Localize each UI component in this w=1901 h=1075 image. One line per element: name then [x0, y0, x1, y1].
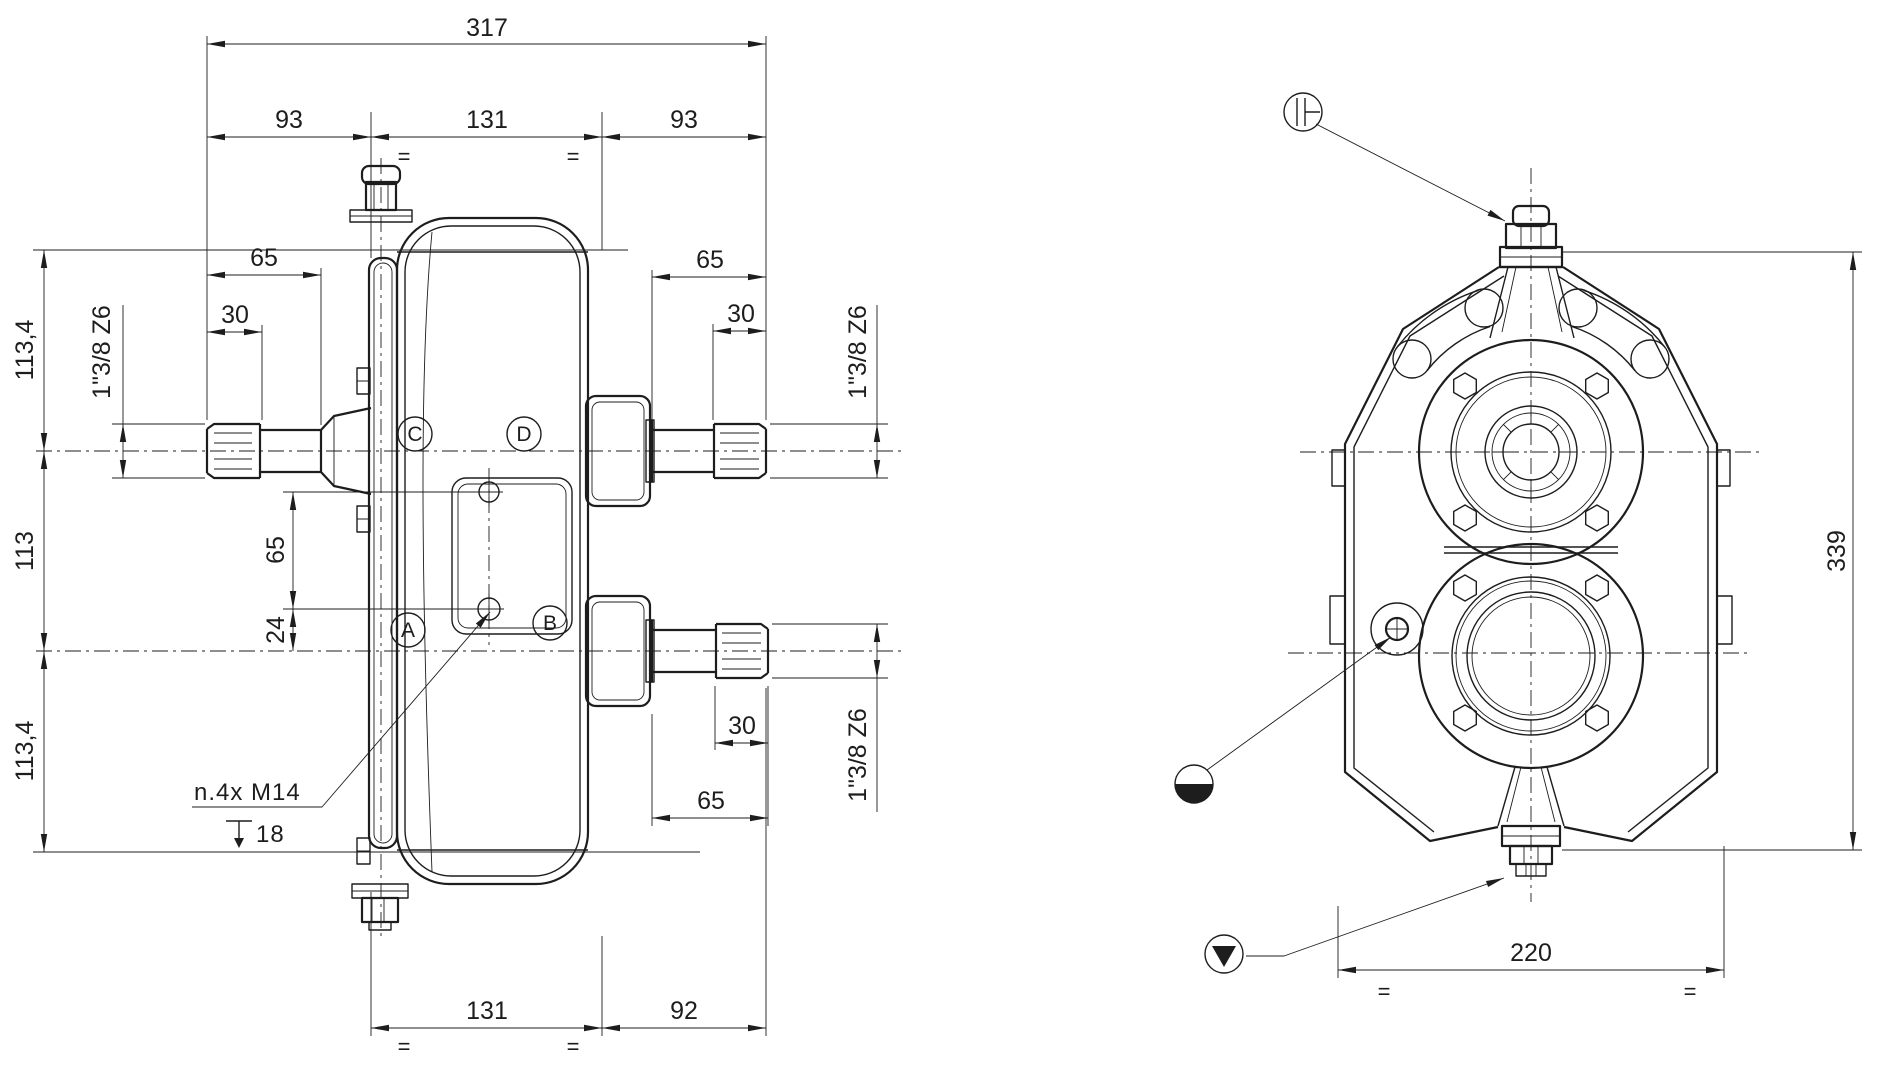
- shaft-upper-right: [650, 420, 768, 482]
- dim-ur-spline: 30: [727, 300, 755, 328]
- front-breather-plug: [349, 164, 413, 223]
- left-mounting-plate: [367, 256, 399, 850]
- side-lower-flange: [1417, 542, 1645, 770]
- bearing-cover-lower: [584, 594, 652, 708]
- equal-mark: =: [398, 144, 411, 169]
- shaft-lr-type: 1"3/8 Z6: [844, 708, 872, 802]
- dim-ul-spline: 30: [221, 301, 249, 329]
- spline-bore-outer: [1484, 405, 1578, 499]
- dim-top-right: 93: [670, 106, 698, 134]
- note-thread-text: n.4x M14: [194, 779, 301, 806]
- breather-leader-line: [1315, 123, 1506, 222]
- front-drain-plug: [351, 883, 409, 931]
- spline-teeth: [1492, 413, 1570, 491]
- dim-overall-width: 317: [466, 14, 508, 42]
- equal-mark: =: [567, 144, 580, 169]
- oil-level-leader-line: [1206, 636, 1392, 771]
- front-dimension-lines: [40, 40, 881, 1032]
- side-bottom-plug: [1497, 766, 1565, 877]
- equal-mark: =: [567, 1034, 580, 1059]
- dim-bottom-center: 131: [466, 997, 508, 1025]
- equal-mark: =: [1684, 979, 1697, 1004]
- oil-drain-leader-line: [1246, 877, 1505, 957]
- front-centerlines: [36, 158, 905, 938]
- shaft-ur-type: 1"3/8 Z6: [844, 305, 872, 399]
- side-view: 339 220 = =: [1174, 92, 1862, 1004]
- oil-level-boss: [1370, 602, 1424, 656]
- port-labels: C D A B: [390, 416, 568, 648]
- front-view: C D A B: [11, 14, 905, 1059]
- note-depth-value: 18: [256, 821, 285, 848]
- bearing-cover-upper: [584, 394, 652, 508]
- dim-ur-length: 65: [696, 246, 724, 274]
- dim-lr-length: 65: [697, 787, 725, 815]
- oil-drain-icon: [1204, 934, 1244, 974]
- front-extension-lines: [33, 36, 888, 1036]
- dim-ul-length: 65: [250, 244, 278, 272]
- side-top-plug: [1489, 204, 1575, 339]
- dim-height-lower: 113,4: [11, 721, 39, 782]
- shaft-upper-left: [205, 406, 372, 496]
- dim-hole-spacing: 65: [262, 536, 290, 564]
- dim-hole-offset: 24: [262, 616, 290, 644]
- plate-bolts: [356, 367, 371, 865]
- dim-bottom-right: 92: [670, 997, 698, 1025]
- side-service-symbols: [1174, 92, 1506, 974]
- side-centerlines: [1288, 168, 1762, 902]
- port-b-label: B: [543, 612, 557, 635]
- equal-mark: =: [1378, 979, 1391, 1004]
- port-c-label: C: [407, 423, 422, 446]
- dim-height-upper: 113,4: [11, 320, 39, 381]
- thread-note: n.4x M14 18: [192, 611, 491, 848]
- dim-top-left: 93: [275, 106, 303, 134]
- dim-top-center: 131: [466, 106, 508, 134]
- port-d-balloon: [506, 416, 542, 452]
- front-dimension-labels: 317 93 131 93 = = 65 30 1"3/8 Z6 65 30 1…: [11, 14, 872, 1059]
- kidney-slot-left: [1396, 289, 1491, 372]
- side-dimensions: 339 220 = =: [1337, 251, 1862, 1004]
- side-tab-right: [1716, 595, 1733, 645]
- equal-mark: =: [398, 1034, 411, 1059]
- shaft-ul-type: 1"3/8 Z6: [88, 305, 116, 399]
- port-a-balloon: [390, 612, 426, 648]
- port-d-label: D: [516, 423, 531, 446]
- dim-side-width: 220: [1510, 939, 1552, 967]
- kidney-slot-right: [1571, 289, 1666, 372]
- side-tab-left: [1329, 595, 1346, 645]
- port-a-label: A: [401, 619, 415, 642]
- port-b-balloon: [532, 605, 568, 641]
- note-leader-line: [192, 611, 491, 808]
- dim-lr-spline: 30: [728, 712, 756, 740]
- mounting-face-plate: [451, 477, 573, 635]
- shaft-lower-right: [650, 620, 770, 682]
- front-gearbox-body: [356, 216, 655, 886]
- side-upper-flange: [1417, 338, 1645, 566]
- dim-height-middle: 113: [11, 531, 39, 571]
- dim-side-height: 339: [1823, 530, 1851, 572]
- port-c-balloon: [397, 416, 433, 452]
- breather-plug-icon: [1283, 92, 1323, 132]
